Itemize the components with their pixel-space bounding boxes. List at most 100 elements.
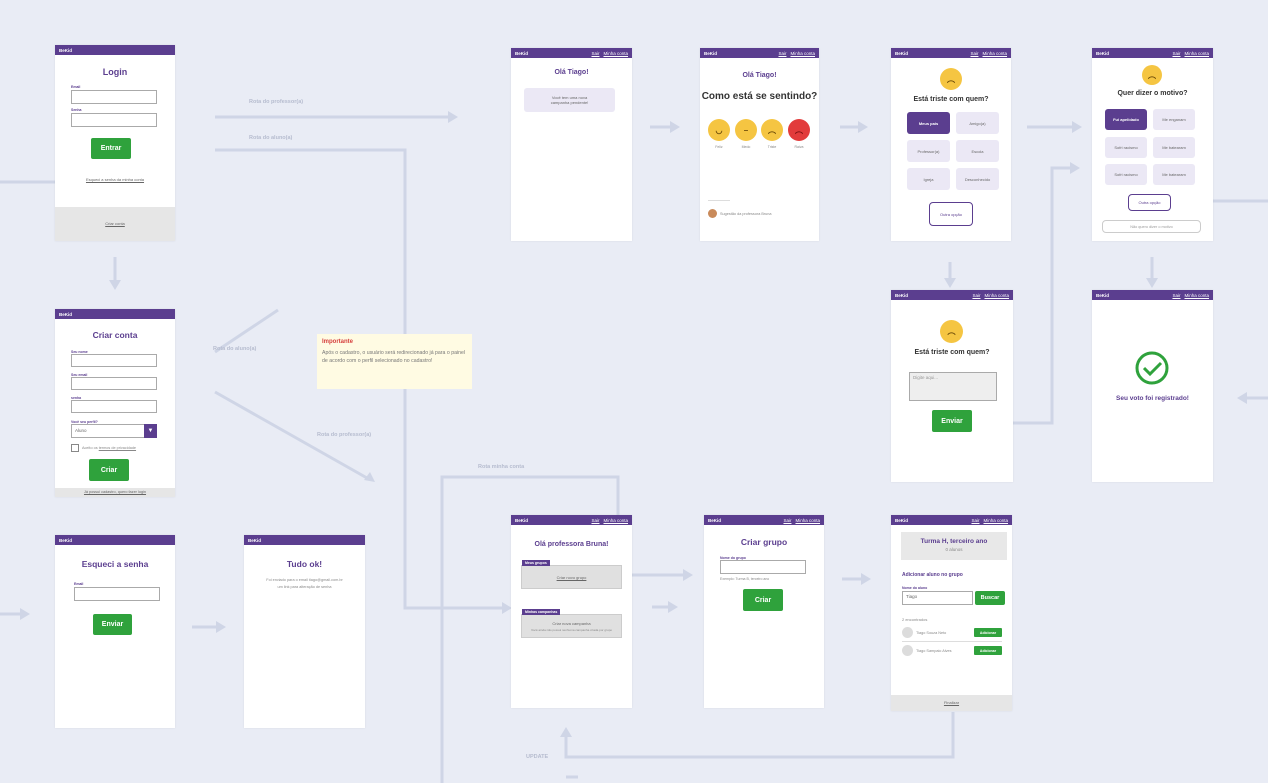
name-label: Seu nome <box>71 350 88 354</box>
create-group-button[interactable]: Criar <box>743 589 783 611</box>
search-button[interactable]: Buscar <box>975 591 1005 605</box>
mood-question: Como está se sentindo? <box>701 91 818 102</box>
exit-link[interactable]: Sair <box>783 517 792 523</box>
account-link[interactable]: Minha conta <box>603 50 628 56</box>
terms-text: Aceito os termos de privacidade <box>82 446 136 450</box>
student-search-input[interactable]: Tiago <box>902 591 973 605</box>
create-account-link[interactable]: Criar conta <box>105 221 125 226</box>
page-title: Criar conta <box>92 330 138 340</box>
avatar <box>902 627 913 638</box>
send-button[interactable]: Enviar <box>932 410 972 432</box>
terms-prefix: Aceito os <box>82 446 98 450</box>
password-field[interactable] <box>71 400 157 413</box>
crying-face-icon[interactable]: ︵ <box>761 119 783 141</box>
other-option-button[interactable]: Outra opção <box>929 202 973 226</box>
angry-face-icon[interactable]: ︵ <box>788 119 810 141</box>
app-header: BeKid <box>55 535 175 545</box>
happy-face-icon[interactable]: ◡ <box>708 119 730 141</box>
account-link[interactable]: Minha conta <box>795 517 820 523</box>
forgot-password-link[interactable]: Esqueci a senha da minha conta <box>85 177 145 182</box>
password-label: senha <box>71 396 82 400</box>
who-option[interactable]: Professor(a) <box>907 140 950 162</box>
finish-link[interactable]: Finalizar <box>943 700 960 705</box>
exit-link[interactable]: Sair <box>1172 50 1181 56</box>
reason-question: Quer dizer o motivo? <box>1117 90 1188 97</box>
create-group-link[interactable]: Criar novo grupo <box>556 575 587 580</box>
create-account-button[interactable]: Criar <box>89 459 129 481</box>
exit-link[interactable]: Sair <box>970 50 979 56</box>
create-campaign-link[interactable]: Criar nova campanha <box>552 621 591 626</box>
email-field[interactable] <box>71 377 157 390</box>
brand-logo: BeKid <box>1096 50 1110 56</box>
exit-link[interactable]: Sair <box>971 517 980 523</box>
terms-checkbox[interactable] <box>71 444 79 452</box>
account-link[interactable]: Minha conta <box>982 50 1007 56</box>
account-link[interactable]: Minha conta <box>603 517 628 523</box>
exit-link[interactable]: Sair <box>591 50 600 56</box>
student-name-label: Nome do aluno <box>902 586 928 590</box>
group-name-field[interactable] <box>720 560 806 574</box>
page-title: Login <box>102 67 128 77</box>
reason-textarea[interactable]: Digite aqui... <box>909 372 997 401</box>
reason-option[interactable]: Me enganam <box>1153 109 1195 130</box>
route-label-update: UPDATE <box>526 754 549 760</box>
who-option[interactable]: Amigo(a) <box>956 112 999 134</box>
other-option-button[interactable]: Outra opção <box>1128 194 1171 211</box>
who-option[interactable]: Escola <box>956 140 999 162</box>
reason-option[interactable]: Me batearam <box>1153 137 1195 158</box>
account-link[interactable]: Minha conta <box>984 292 1009 298</box>
role-select-value: Aluno <box>75 428 87 433</box>
add-student-button[interactable]: Adicionar <box>974 628 1002 637</box>
terms-link[interactable]: termos de privacidade <box>98 446 137 450</box>
chevron-down-icon: ▼ <box>144 424 157 438</box>
account-link[interactable]: Minha conta <box>790 50 815 56</box>
password-field[interactable] <box>71 113 157 127</box>
group-name-example: Exemplo: Turma B, terceiro ano <box>720 577 770 581</box>
login-button[interactable]: Entrar <box>91 138 131 159</box>
brand-logo: BeKid <box>704 50 718 56</box>
brand-logo: BeKid <box>895 517 909 523</box>
who-question: Está triste com quem? <box>913 96 989 103</box>
brand-logo: BeKid <box>59 47 73 53</box>
exit-link[interactable]: Sair <box>591 517 600 523</box>
who-option[interactable]: Meus pais <box>907 112 950 134</box>
neutral-face-icon[interactable]: – <box>735 119 757 141</box>
pending-line2: campanha pendente! <box>550 100 589 105</box>
note-title: Importante <box>322 339 354 345</box>
divider <box>902 641 1002 642</box>
brand-logo: BeKid <box>708 517 722 523</box>
exit-link[interactable]: Sair <box>1172 292 1181 298</box>
login-link[interactable]: Já possui cadastro, quero fazer login <box>83 490 147 494</box>
reason-option[interactable]: Sofri racismo <box>1105 164 1147 185</box>
crying-face-icon: ︵ <box>940 320 963 343</box>
email-field[interactable] <box>74 587 160 601</box>
campaign-hint: Você ainda não possui nenhuma campanha c… <box>530 628 613 632</box>
who-option[interactable]: Desconhecido <box>956 168 999 190</box>
reason-option[interactable]: Sofri racismo <box>1105 137 1147 158</box>
account-link[interactable]: Minha conta <box>1184 50 1209 56</box>
email-label: Seu email <box>71 373 88 377</box>
skip-reason-button[interactable]: Não quero dizer o motivo <box>1102 220 1201 233</box>
name-field[interactable] <box>71 354 157 367</box>
account-link[interactable]: Minha conta <box>983 517 1008 523</box>
app-header: BeKid <box>244 535 365 545</box>
reason-option[interactable]: Fui apelidado <box>1105 109 1147 130</box>
student-name: Tiago Sampaio Alves <box>916 649 952 653</box>
account-link[interactable]: Minha conta <box>1184 292 1209 298</box>
brand-logo: BeKid <box>515 517 529 523</box>
role-select[interactable]: Aluno ▼ <box>71 424 157 438</box>
send-button[interactable]: Enviar <box>93 614 132 635</box>
reason-option[interactable]: Me batearam <box>1153 164 1195 185</box>
email-field[interactable] <box>71 90 157 104</box>
crying-face-icon: ︵ <box>1142 65 1162 85</box>
who-option[interactable]: Igreja <box>907 168 950 190</box>
add-student-button[interactable]: Adicionar <box>974 646 1002 655</box>
exit-link[interactable]: Sair <box>778 50 787 56</box>
exit-link[interactable]: Sair <box>972 292 981 298</box>
